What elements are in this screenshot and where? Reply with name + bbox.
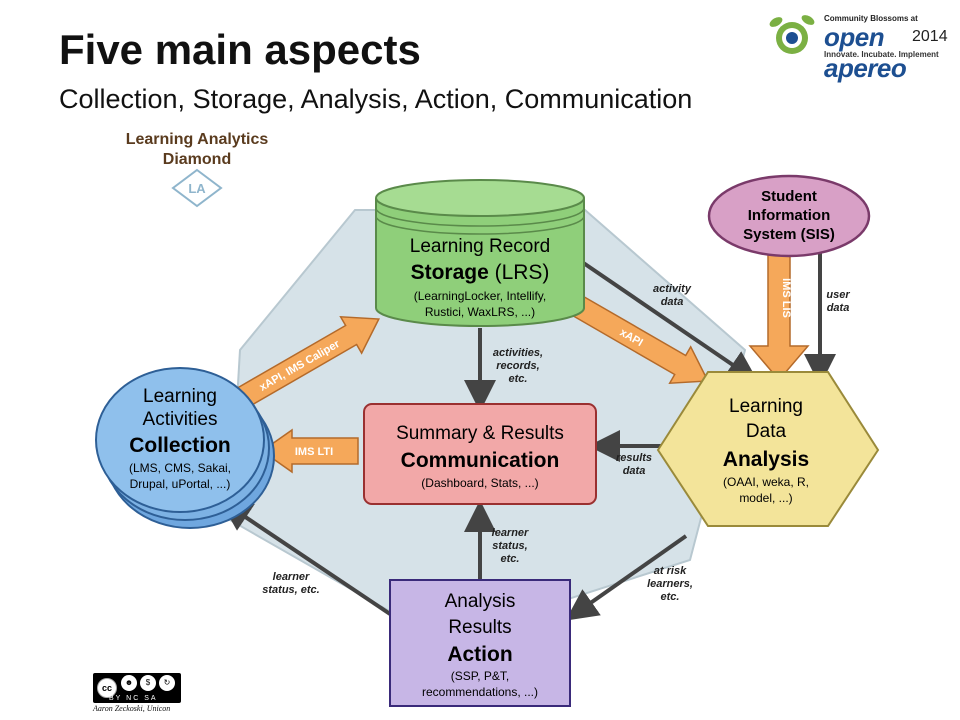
collection-line1: Learning xyxy=(143,386,217,407)
collection-detail2: Drupal, uPortal, ...) xyxy=(130,477,231,491)
analysis-line1: Learning xyxy=(729,396,803,417)
flow-label-activity-data-2: data xyxy=(661,296,684,308)
flow-label-at-risk-1: at risk xyxy=(654,565,687,577)
protocol-arrow-ims-lis: IMS LIS xyxy=(748,249,810,382)
storage-title: Storage (LRS) xyxy=(411,261,550,284)
flow-label-learner-center-2: status, xyxy=(492,540,527,552)
analysis-line2: Data xyxy=(746,421,787,442)
flow-label-activity-data-1: activity xyxy=(653,283,692,295)
la-badge: LA xyxy=(188,181,206,196)
flow-label-learner-center-3: etc. xyxy=(501,553,520,565)
action-detail2: recommendations, ...) xyxy=(422,685,538,699)
sis-line2: Information xyxy=(748,207,831,224)
flow-label-learner-left-1: learner xyxy=(273,571,310,583)
flow-label-activities-2: records, xyxy=(496,360,539,372)
collection-bold: Collection xyxy=(129,434,231,457)
logo-brand: open apereo xyxy=(824,22,907,83)
storage-detail1: (LearningLocker, Intellify, xyxy=(414,289,547,303)
protocol-arrow-xapi: xAPI xyxy=(571,295,710,385)
logo-tagline: Innovate. Incubate. Implement xyxy=(824,50,939,59)
collection-detail1: (LMS, CMS, Sakai, xyxy=(129,461,231,475)
flow-label-results-data-1: results xyxy=(616,452,652,464)
nc-icon: $ xyxy=(140,675,156,691)
by-icon: ☻ xyxy=(121,675,137,691)
storage-detail2: Rustici, WaxLRS, ...) xyxy=(425,305,535,319)
protocol-arrow-ims-lti: IMS LTI xyxy=(260,428,359,474)
collection-line2: Activities xyxy=(143,409,218,430)
node-analysis: Learning Data Analysis (OAAI, weka, R, m… xyxy=(656,371,880,527)
node-sis: Student Information System (SIS) xyxy=(707,174,871,258)
diamond-title-line2: Diamond xyxy=(163,151,231,168)
arrow-storage-to-analysis xyxy=(580,260,759,383)
node-collection: Learning Activities Collection (LMS, CMS… xyxy=(95,367,275,529)
apereo-logo: Community Blossoms at open apereo 2014 I… xyxy=(764,6,954,83)
action-detail1: (SSP, P&T, xyxy=(451,669,509,683)
arrow-action-to-collection xyxy=(219,499,392,616)
flow-label-activities-3: etc. xyxy=(509,373,528,385)
communication-line1: Summary & Results xyxy=(396,423,564,444)
flow-label-user-data-2: data xyxy=(827,302,850,314)
flow-label-at-risk-2: learners, xyxy=(647,578,693,590)
node-storage: Learning Record Storage (LRS) (LearningL… xyxy=(375,179,585,327)
page-title: Five main aspects xyxy=(59,26,421,73)
author-credit: Aaron Zeckoski, Unicon xyxy=(93,704,171,713)
flower-icon xyxy=(769,15,815,54)
analysis-bold: Analysis xyxy=(723,448,809,471)
action-bold: Action xyxy=(447,643,512,666)
storage-suffix: (LRS) xyxy=(489,261,550,284)
protocol-label-ims-lti: IMS LTI xyxy=(295,446,333,458)
diamond-title-line1: Learning Analytics xyxy=(126,131,269,148)
cc-icon: cc xyxy=(97,678,117,698)
storage-bold: Storage xyxy=(411,261,489,284)
flow-label-learner-left-2: status, etc. xyxy=(262,584,319,596)
creative-commons-badge: cc ☻ $ ↻ BY NC SA xyxy=(93,673,181,703)
node-communication: Summary & Results Communication (Dashboa… xyxy=(363,403,597,505)
analysis-detail1: (OAAI, weka, R, xyxy=(723,475,809,489)
logo-small-text: Community Blossoms at xyxy=(824,14,918,23)
protocol-label-ims-lis: IMS LIS xyxy=(780,278,792,318)
node-action: Analysis Results Action (SSP, P&T, recom… xyxy=(389,579,571,707)
flow-label-activities-1: activities, xyxy=(493,347,543,359)
action-line1: Analysis xyxy=(445,591,516,612)
flow-label-results-data-2: data xyxy=(623,465,646,477)
sis-line3: System (SIS) xyxy=(743,226,835,243)
storage-line1: Learning Record xyxy=(410,236,550,257)
analysis-detail2: model, ...) xyxy=(739,491,792,505)
flow-label-user-data-1: user xyxy=(826,289,850,301)
logo-year: 2014 xyxy=(912,28,948,45)
flow-label-learner-center-1: learner xyxy=(492,527,529,539)
arrow-analysis-to-action xyxy=(565,534,688,621)
cc-license-text: BY NC SA xyxy=(109,695,158,702)
action-line2: Results xyxy=(448,617,511,638)
communication-detail1: (Dashboard, Stats, ...) xyxy=(421,476,538,490)
la-diamond-icon: LA xyxy=(171,168,223,208)
sis-line1: Student xyxy=(761,188,817,205)
page-subtitle: Collection, Storage, Analysis, Action, C… xyxy=(59,84,693,114)
communication-bold: Communication xyxy=(401,449,560,472)
sa-icon: ↻ xyxy=(159,675,175,691)
flow-label-at-risk-3: etc. xyxy=(661,591,680,603)
